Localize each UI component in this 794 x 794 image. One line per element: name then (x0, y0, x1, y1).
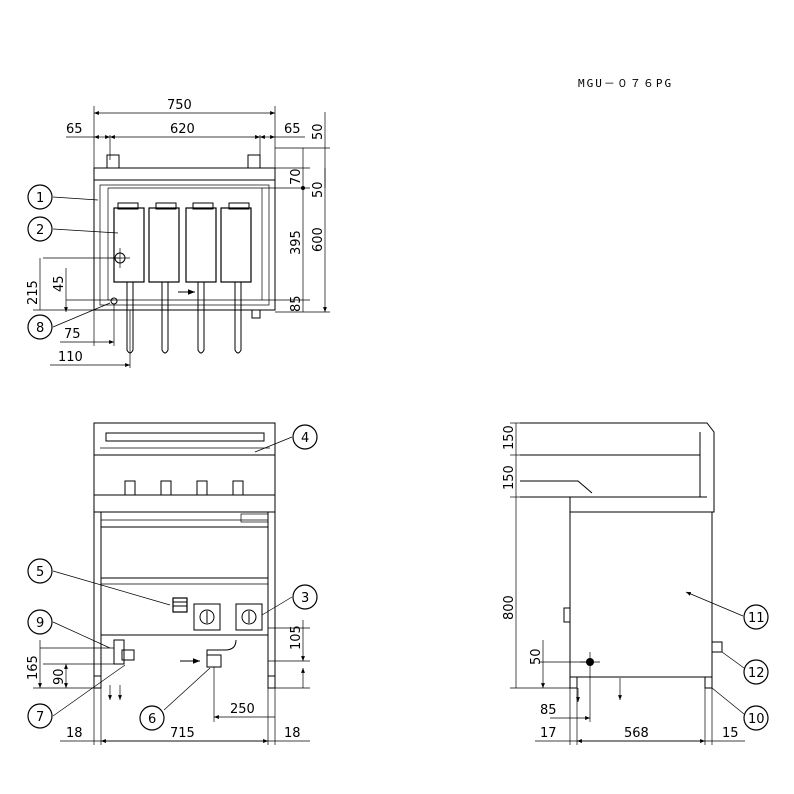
dim-50-top: 50 (311, 123, 326, 140)
callout-11: 11 (748, 611, 765, 626)
dim-65-right: 65 (284, 122, 301, 137)
dim-750: 750 (167, 98, 192, 113)
callout-circle-8 (27, 314, 53, 340)
dim-150-top: 150 (502, 425, 517, 450)
dim-18-right: 18 (284, 726, 301, 741)
dim-800: 800 (502, 595, 517, 620)
dim-620: 620 (170, 122, 195, 137)
callout-8: 8 (36, 321, 44, 336)
callout-6: 6 (148, 712, 156, 727)
dim-17: 17 (540, 726, 557, 741)
callout-circle-6 (139, 705, 165, 731)
callout-circle-11 (743, 604, 769, 630)
dim-215: 215 (26, 280, 41, 305)
callout-3: 3 (301, 591, 309, 606)
callout-5: 5 (36, 565, 44, 580)
dim-250: 250 (230, 702, 255, 717)
dim-165: 165 (26, 655, 41, 680)
callouts: 1 2 8 4 5 3 9 7 6 11 12 10 (27, 184, 769, 731)
callout-4: 4 (301, 431, 309, 446)
dim-75: 75 (64, 327, 81, 342)
dim-568: 568 (624, 726, 649, 741)
dim-45: 45 (52, 275, 67, 292)
dim-18-left: 18 (66, 726, 83, 741)
dim-50-side: 50 (529, 648, 544, 665)
dim-50-mid: 50 (311, 181, 326, 198)
callout-circle-3 (292, 584, 318, 610)
dim-105: 105 (289, 625, 304, 650)
dim-600: 600 (311, 227, 326, 252)
dim-70: 70 (289, 168, 304, 185)
callout-12: 12 (748, 666, 765, 681)
callout-circle-12 (743, 659, 769, 685)
dim-65-left: 65 (66, 122, 83, 137)
callout-2: 2 (36, 223, 44, 238)
side-view: 150 150 800 50 85 17 568 15 (502, 422, 745, 745)
front-view: 105 165 90 250 18 715 18 (26, 422, 310, 745)
model-number: MGU－０７６PG (578, 77, 673, 90)
dim-85: 85 (289, 295, 304, 312)
dim-85-side: 85 (540, 703, 557, 718)
callout-circle-1 (27, 184, 53, 210)
callout-circle-7 (27, 703, 53, 729)
callout-circle-4 (292, 424, 318, 450)
callout-10: 10 (748, 712, 765, 727)
top-view: 750 620 65 65 (26, 98, 330, 368)
dim-110: 110 (58, 350, 83, 365)
dim-395: 395 (289, 230, 304, 255)
callout-1: 1 (36, 191, 44, 206)
dim-715: 715 (170, 726, 195, 741)
callout-9: 9 (36, 616, 44, 631)
callout-7: 7 (36, 710, 44, 725)
callout-circle-10 (743, 705, 769, 731)
dim-90: 90 (52, 668, 67, 685)
dim-15: 15 (722, 726, 739, 741)
callout-circle-9 (27, 609, 53, 635)
callout-circle-5 (27, 558, 53, 584)
dim-150-mid: 150 (502, 465, 517, 490)
callout-circle-2 (27, 216, 53, 242)
